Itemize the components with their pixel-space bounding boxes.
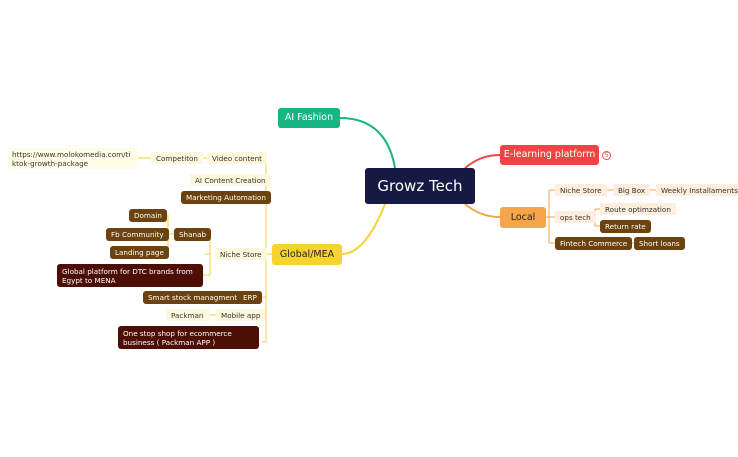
node-mobile-app[interactable]: Mobile app — [216, 309, 266, 321]
node-fb-community[interactable]: Fb Community — [106, 228, 169, 241]
collapsed-count-badge[interactable]: 5 — [602, 151, 611, 160]
branch-global-mea[interactable]: Global/MEA — [272, 244, 342, 265]
node-fintech-commerce[interactable]: Fintech Commerce — [555, 237, 633, 250]
link-root-global — [341, 203, 386, 255]
node-global-niche-store[interactable]: Niche Store — [215, 248, 267, 260]
node-url-note[interactable]: https://www.molokomedia.com/tiktok-growt… — [8, 148, 138, 169]
link-local-subtree — [546, 189, 555, 244]
node-local-niche-store[interactable]: Niche Store — [555, 184, 607, 196]
node-marketing-automation[interactable]: Marketing Automation — [181, 191, 271, 204]
node-landing-page[interactable]: Landing page — [110, 246, 169, 259]
link-niche-shanab — [203, 233, 211, 276]
link-root-e-learning — [464, 154, 501, 169]
node-shanab[interactable]: Shanab — [174, 228, 212, 241]
node-smart-stock-managment[interactable]: Smart stock managment — [143, 291, 243, 304]
branch-e-learning-platform[interactable]: E-learning platform — [500, 145, 599, 165]
node-short-loans[interactable]: Short loans — [634, 237, 685, 250]
node-video-content[interactable]: Video content — [207, 152, 267, 164]
node-one-stop-shop[interactable]: One stop shop for ecommerce business ( P… — [118, 326, 259, 349]
node-packman[interactable]: Packman — [166, 309, 209, 321]
node-domain[interactable]: Domain — [129, 209, 167, 222]
branch-local[interactable]: Local — [500, 207, 546, 228]
node-return-rate[interactable]: Return rate — [600, 220, 651, 233]
node-dtc-platform[interactable]: Global platform for DTC brands from Egyp… — [57, 264, 203, 287]
node-route-optimization[interactable]: Route optimzation — [600, 203, 676, 215]
branch-ai-fashion[interactable]: AI Fashion — [278, 108, 340, 128]
link-root-ai-fashion — [339, 117, 396, 169]
node-weekly-installaments[interactable]: Weekly Installaments — [656, 184, 738, 196]
root-node-growz-tech[interactable]: Growz Tech — [365, 168, 475, 204]
node-erp[interactable]: ERP — [238, 291, 262, 304]
node-big-box[interactable]: Big Box — [613, 184, 651, 196]
node-ops-tech[interactable]: ops tech — [555, 211, 596, 223]
node-ai-content-creation[interactable]: AI Content Creation — [190, 174, 271, 186]
node-competiton[interactable]: Competiton — [151, 152, 203, 164]
link-root-local — [464, 203, 501, 218]
